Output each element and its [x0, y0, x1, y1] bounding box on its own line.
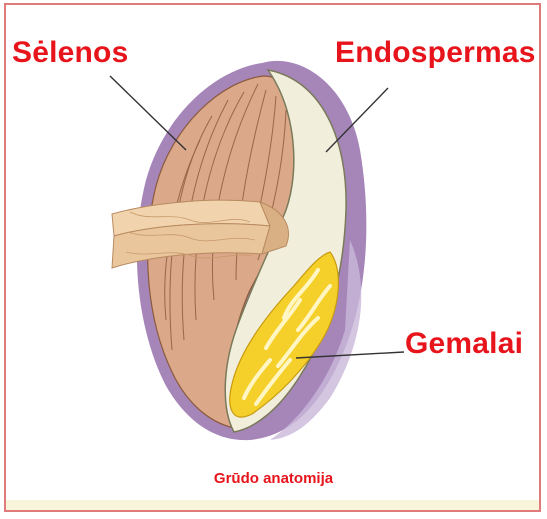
diagram-caption: Grūdo anatomija: [0, 470, 547, 487]
husk-leader-line: [110, 76, 186, 150]
label-endosperm: Endospermas: [335, 36, 536, 70]
label-husk: Sėlenos: [12, 36, 128, 70]
label-germ: Gemalai: [405, 327, 523, 361]
